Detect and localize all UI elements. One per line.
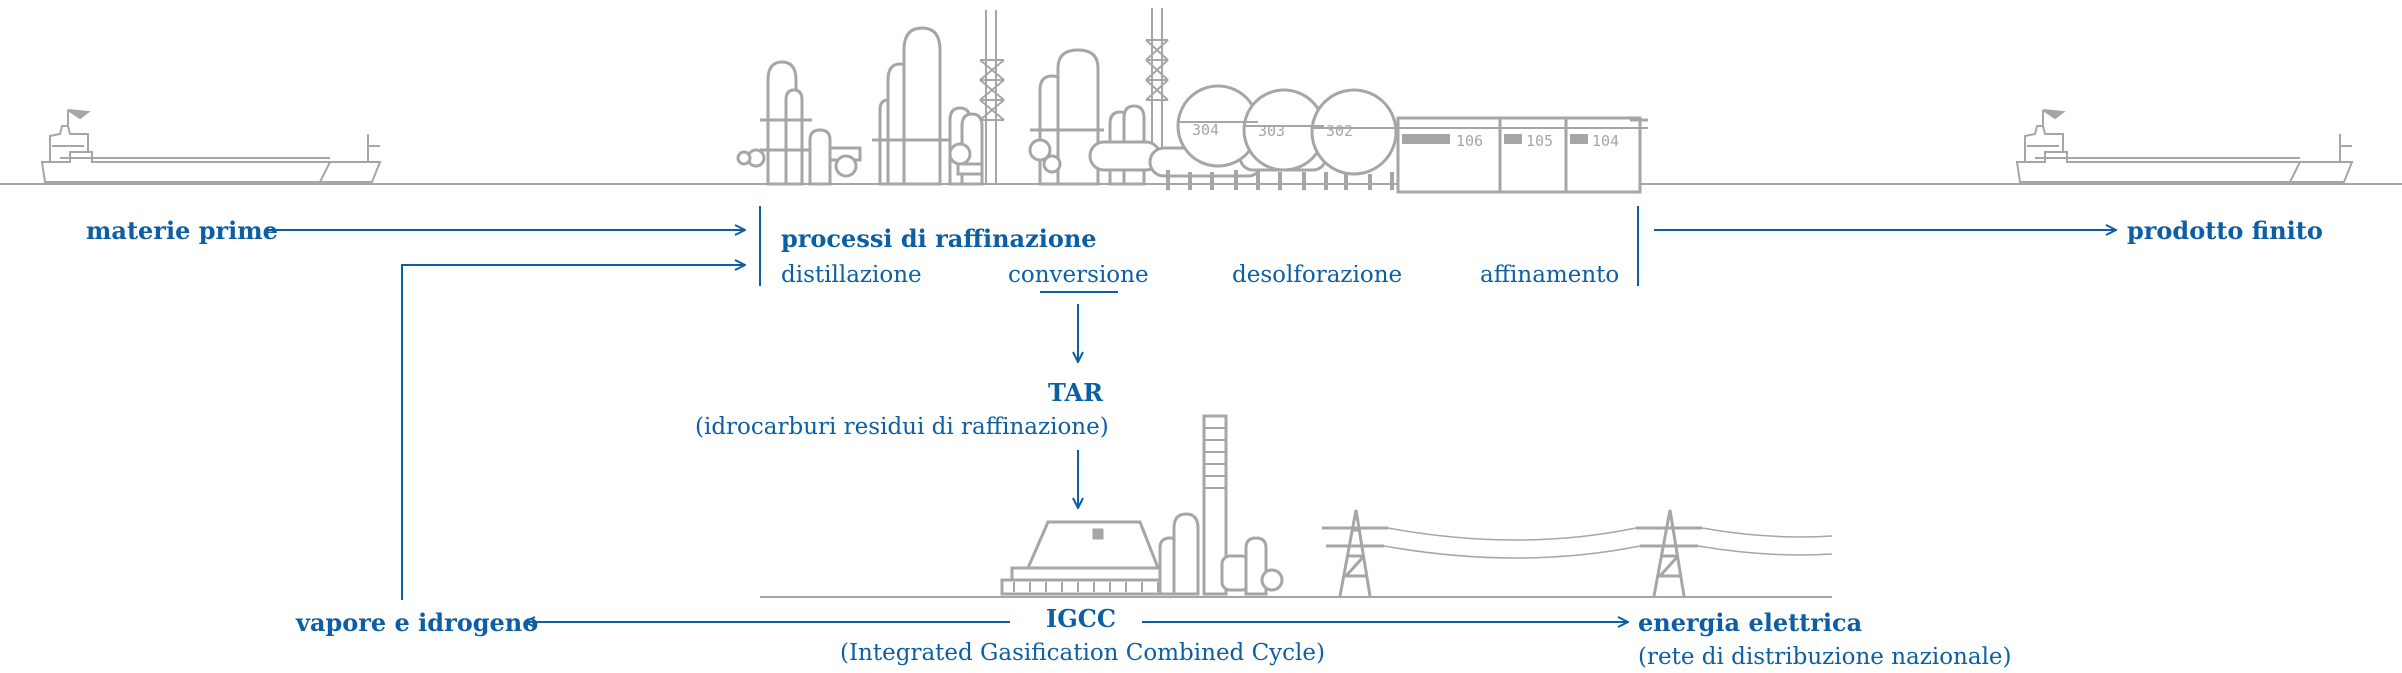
refining-title: processi di raffinazione <box>781 224 1097 253</box>
igcc-plant-illustration <box>1000 414 1284 596</box>
tar-subtitle: (idrocarburi residui di raffinazione) <box>695 414 1109 440</box>
refining-step-conversion: conversione <box>1008 262 1149 288</box>
refining-step-desulfurization: desolforazione <box>1232 262 1403 288</box>
building-label: 106 <box>1456 132 1483 150</box>
building-label: 104 <box>1592 132 1619 150</box>
igcc-subtitle: (Integrated Gasification Combined Cycle) <box>840 640 1325 666</box>
electricity-subtitle: (rete di distribuzione nazionale) <box>1638 644 2012 670</box>
building-label: 105 <box>1526 132 1553 150</box>
tank-label: 304 <box>1192 121 1219 139</box>
finished-product-label: prodotto finito <box>2127 216 2323 245</box>
refinery-illustration <box>736 8 1648 194</box>
tank-label: 302 <box>1326 122 1353 140</box>
refining-step-refinement: affinamento <box>1480 262 1620 288</box>
steam-hydrogen-label: vapore e idrogeno <box>296 608 539 637</box>
refining-step-distillation: distillazione <box>781 262 922 288</box>
electricity-label: energia elettrica <box>1638 608 1863 637</box>
igcc-title: IGCC <box>1046 604 1116 633</box>
left-ship-icon <box>40 109 382 183</box>
tank-label: 303 <box>1258 122 1285 140</box>
right-ship-icon <box>2015 109 2354 183</box>
power-pylons-icon <box>1322 509 1833 597</box>
flow-arrows <box>266 206 2116 622</box>
arrow-steam-to-refining <box>401 265 745 600</box>
tar-title: TAR <box>1048 378 1104 407</box>
raw-materials-label: materie prime <box>86 216 278 245</box>
tank-labels: 304 303 302 106 105 104 <box>1192 121 1619 150</box>
